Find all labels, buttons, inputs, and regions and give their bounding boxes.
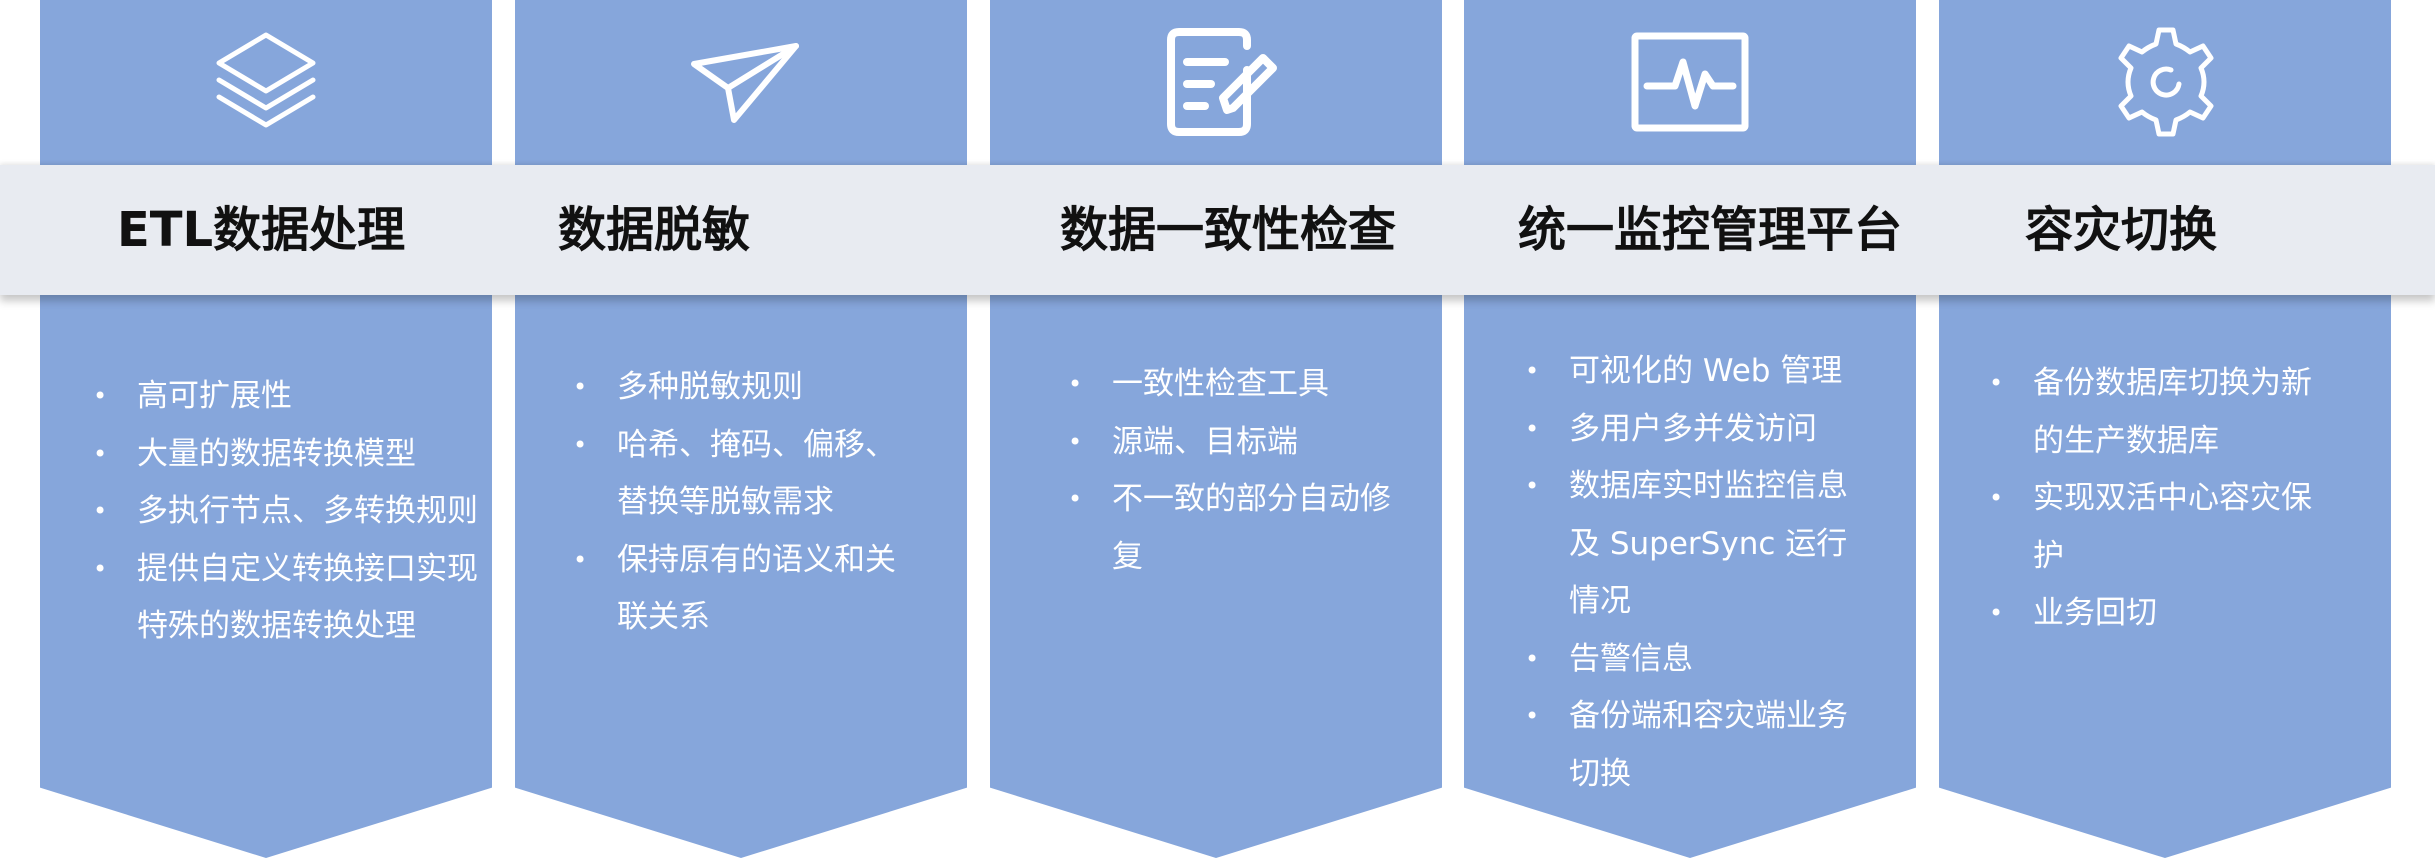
- list-item: 数据库实时监控信息: [1519, 458, 1848, 516]
- list-item-continuation: 复: [1112, 538, 1143, 575]
- title-desensitization: 数据脱敏: [558, 202, 751, 258]
- list-item: 可视化的 Web 管理: [1519, 343, 1848, 401]
- list-consistency: 一致性检查工具 源端、目标端 不一致的部分自动修 复: [1062, 356, 1391, 586]
- list-item: 不一致的部分自动修: [1062, 471, 1391, 529]
- list-item: 多执行节点、多转换规则: [87, 483, 478, 541]
- list-item: 业务回切: [1983, 585, 2312, 643]
- list-disaster-switch: 备份数据库切换为新 的生产数据库 实现双活中心容灾保 护 业务回切: [1983, 355, 2312, 643]
- list-item: 提供自定义转换接口实现: [87, 541, 478, 599]
- layers-icon: [191, 22, 341, 142]
- list-item-continuation: 切换: [1569, 755, 1631, 792]
- list-item-continuation: 及 SuperSync 运行: [1569, 525, 1848, 562]
- list-item: 多用户多并发访问: [1519, 401, 1848, 459]
- title-etl: ETL数据处理: [117, 202, 406, 258]
- title-band: [0, 165, 2435, 295]
- edit-document-icon: [1141, 22, 1291, 142]
- title-monitoring: 统一监控管理平台: [1518, 202, 1903, 258]
- title-consistency: 数据一致性检查: [1060, 202, 1397, 258]
- list-item: 备份端和容灾端业务: [1519, 688, 1848, 746]
- list-item: 实现双活中心容灾保: [1983, 470, 2312, 528]
- list-item-continuation: 情况: [1569, 583, 1631, 619]
- list-item: 告警信息: [1519, 631, 1848, 689]
- list-item: 源端、目标端: [1062, 414, 1391, 472]
- list-item: 保持原有的语义和关: [567, 532, 896, 590]
- list-item-continuation: 护: [2033, 537, 2064, 574]
- list-item-continuation: 替换等脱敏需求: [617, 484, 834, 520]
- title-disaster-switch: 容灾切换: [2025, 202, 2218, 258]
- monitor-pulse-icon: [1615, 22, 1765, 142]
- list-item-continuation: 特殊的数据转换处理: [137, 608, 416, 644]
- list-item-continuation: 的生产数据库: [2033, 422, 2219, 459]
- list-item: 备份数据库切换为新: [1983, 355, 2312, 413]
- list-item-continuation: 联关系: [617, 599, 710, 635]
- list-item: 高可扩展性: [87, 368, 478, 426]
- list-desensitization: 多种脱敏规则 哈希、掩码、偏移、 替换等脱敏需求 保持原有的语义和关 联关系: [567, 359, 896, 647]
- list-item: 多种脱敏规则: [567, 359, 896, 417]
- list-monitoring: 可视化的 Web 管理 多用户多并发访问 数据库实时监控信息 及 SuperSy…: [1519, 343, 1848, 803]
- gear-icon: [2091, 22, 2241, 142]
- list-etl: 高可扩展性 大量的数据转换模型 多执行节点、多转换规则 提供自定义转换接口实现 …: [87, 368, 478, 656]
- column-disaster-switch: [1939, 0, 2391, 858]
- list-item: 哈希、掩码、偏移、: [567, 417, 896, 475]
- list-item: 大量的数据转换模型: [87, 426, 478, 484]
- list-item: 一致性检查工具: [1062, 356, 1391, 414]
- paper-plane-icon: [666, 22, 816, 142]
